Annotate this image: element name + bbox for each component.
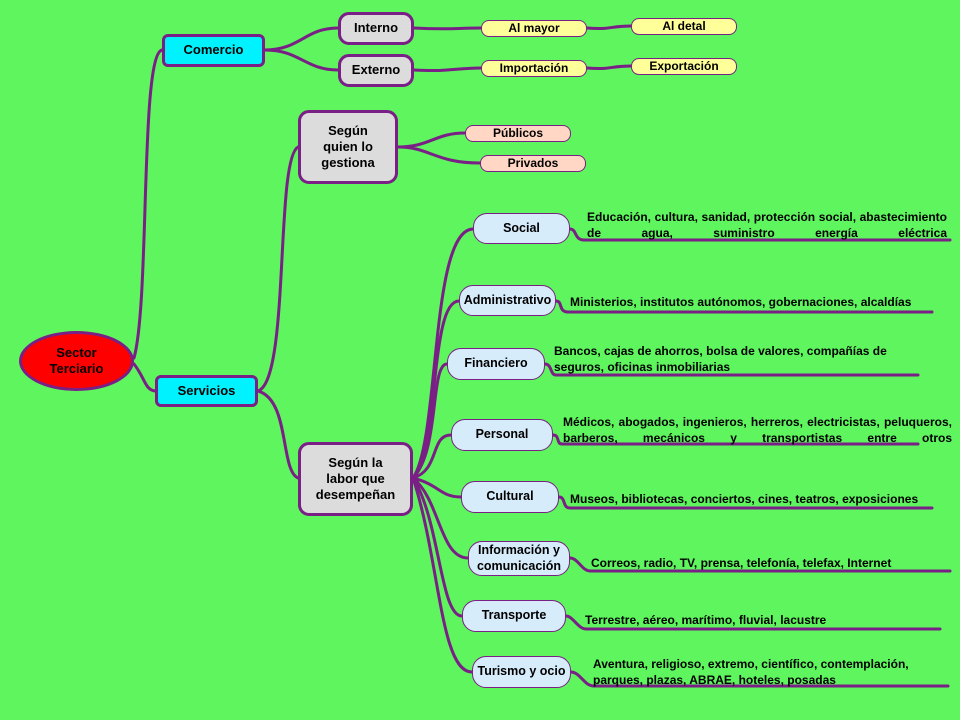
interno-label: Interno — [353, 20, 399, 36]
segun-labor-label: Según la labor que desempeñan — [315, 454, 396, 503]
category-social: Social — [473, 213, 570, 244]
category-informacion: Información y comunicación — [468, 541, 570, 576]
comercio-label: Comercio — [183, 42, 244, 58]
root-label: Sector Terciario — [49, 344, 104, 376]
category-label: Cultural — [486, 489, 534, 504]
publicos-label: Públicos — [492, 126, 543, 140]
exportacion-label: Exportación — [649, 59, 719, 73]
category-transporte: Transporte — [462, 600, 566, 632]
servicios-label: Servicios — [177, 382, 236, 398]
category-label: Transporte — [481, 608, 547, 623]
description-financiero: Bancos, cajas de ahorros, bolsa de valor… — [554, 344, 887, 374]
segun-gestiona-node: Según quien lo gestiona — [298, 110, 398, 184]
description-turismo: Aventura, religioso, extremo, científico… — [593, 657, 909, 687]
category-administrativo: Administrativo — [459, 285, 556, 316]
category-label: Administrativo — [463, 292, 552, 307]
description-social: Educación, cultura, sanidad, protección … — [587, 210, 947, 240]
externo-node: Externo — [338, 54, 414, 87]
al-detal-node: Al detal — [631, 18, 737, 35]
servicios-node: Servicios — [155, 375, 258, 407]
externo-label: Externo — [351, 62, 401, 78]
description-transporte: Terrestre, aéreo, marítimo, fluvial, lac… — [585, 613, 827, 627]
category-personal: Personal — [451, 419, 553, 451]
privados-node: Privados — [480, 155, 586, 172]
category-label: Financiero — [464, 356, 528, 371]
category-label: Turismo y ocio — [477, 664, 566, 679]
description-personal: Médicos, abogados, ingenieros, herreros,… — [563, 415, 952, 445]
category-label: Social — [503, 220, 540, 235]
privados-label: Privados — [507, 156, 559, 170]
description-cultural: Museos, bibliotecas, conciertos, cines, … — [570, 492, 919, 506]
root-node: Sector Terciario — [19, 331, 134, 391]
al-detal-label: Al detal — [662, 19, 706, 33]
interno-node: Interno — [338, 12, 414, 45]
category-label: Personal — [475, 427, 529, 442]
publicos-node: Públicos — [465, 125, 571, 142]
category-turismo: Turismo y ocio — [472, 656, 571, 688]
category-cultural: Cultural — [461, 481, 559, 513]
al-mayor-label: Al mayor — [508, 21, 560, 35]
exportacion-node: Exportación — [631, 58, 737, 75]
importacion-node: Importación — [481, 60, 587, 77]
description-administrativo: Ministerios, institutos autónomos, gober… — [570, 295, 912, 309]
category-financiero: Financiero — [447, 348, 545, 380]
importacion-label: Importación — [499, 61, 569, 75]
description-informacion: Correos, radio, TV, prensa, telefonía, t… — [591, 556, 892, 570]
segun-gestiona-label: Según quien lo gestiona — [321, 122, 375, 171]
category-label: Información y comunicación — [476, 542, 562, 573]
segun-labor-node: Según la labor que desempeñan — [298, 442, 413, 516]
al-mayor-node: Al mayor — [481, 20, 587, 37]
comercio-node: Comercio — [162, 34, 265, 67]
